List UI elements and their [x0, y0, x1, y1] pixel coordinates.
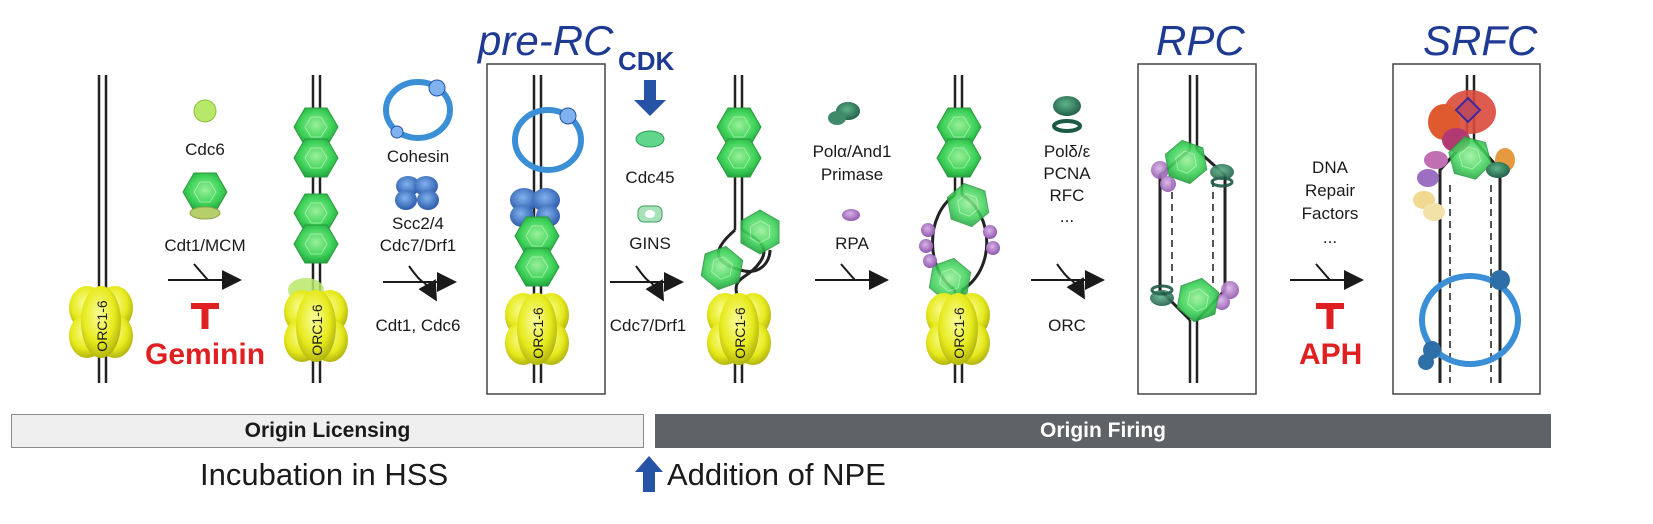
factors-label: Factors: [1301, 204, 1359, 223]
rpc-box: [1137, 63, 1257, 395]
mcm-hexamer: [293, 224, 339, 264]
origin-licensing-bar: Origin Licensing: [11, 414, 644, 448]
pol-delta-pcna-icon: [1052, 96, 1082, 133]
step2-arrow: [383, 266, 453, 298]
cohesin-ring-srfc: [1418, 270, 1521, 370]
mcm-protein-icon: [182, 172, 228, 220]
pol-alpha-protein-icon: [828, 102, 860, 125]
pcna-label: PCNA: [1043, 164, 1091, 183]
orc-label: ORC1-6: [732, 307, 748, 359]
aph-inhibitor-icon: [1316, 303, 1344, 329]
cmg-helicase: [694, 242, 750, 294]
srfc-box: [1392, 63, 1541, 395]
cohesin-label: Cohesin: [386, 147, 450, 166]
cdc7-drf1-label: Cdc7/Drf1: [379, 236, 457, 255]
origin-firing-label: Origin Firing: [1040, 419, 1166, 442]
ellipsis-label: ...: [1059, 207, 1075, 226]
mcm-hexamer: [936, 138, 982, 178]
step1-arrow: [168, 264, 238, 280]
aph-label: APH: [1299, 338, 1363, 371]
geminin-inhibitor-icon: [191, 303, 219, 329]
step5-arrow: [1031, 264, 1101, 296]
gins-label: GINS: [629, 234, 671, 253]
rpc-title: RPC: [1156, 17, 1245, 64]
rfc-label: RFC: [1049, 186, 1085, 205]
cdc6-protein-icon: [193, 99, 217, 123]
origin-licensing-label: Origin Licensing: [244, 419, 411, 442]
rpa-cluster: [919, 223, 1000, 268]
cdt1-cdc6-out-label: Cdt1, Cdc6: [375, 316, 461, 335]
orc-label: ORC1-6: [951, 307, 967, 359]
cdk-arrow-icon: [634, 80, 666, 116]
cmg-helicase: [940, 179, 996, 231]
srfc-title: SRFC: [1423, 17, 1538, 64]
mcm-hexamer: [514, 247, 560, 287]
cdc45-protein-icon: [635, 130, 665, 148]
cmg-helicase: [730, 204, 790, 260]
pre-rc-box: [486, 63, 606, 395]
orc-label: ORC1-6: [94, 300, 110, 352]
mcm-hexamer: [293, 138, 339, 178]
rpa-protein-icon: [842, 209, 860, 221]
cdt1-mcm-label: Cdt1/MCM: [164, 236, 246, 255]
repair-label: Repair: [1304, 181, 1356, 200]
replisome-bottom: [1150, 274, 1239, 326]
cdc45-label: Cdc45: [625, 168, 675, 187]
gins-protein-icon: [637, 205, 663, 223]
scc2-4-complex-icon: [395, 176, 439, 210]
cdk-label: CDK: [618, 46, 675, 76]
cohesin-ring-bound: [512, 107, 584, 173]
geminin-label: Geminin: [145, 338, 266, 371]
rpa-label: RPA: [835, 234, 869, 253]
origin-firing-bar: Origin Firing: [655, 414, 1551, 448]
primase-label: Primase: [820, 165, 884, 184]
cohesin-ring-icon: [383, 79, 453, 141]
orc-label: ORC1-6: [309, 304, 325, 356]
pre-rc-title: pre-RC: [478, 17, 614, 64]
hss-incubation-note: Incubation in HSS: [200, 457, 449, 492]
dna-strand-6: [1158, 75, 1227, 383]
dna-label: DNA: [1312, 158, 1348, 177]
npe-addition-note: Addition of NPE: [667, 457, 886, 492]
pol-delta-epsilon-label: Polδ/ε: [1043, 142, 1091, 161]
cdc6-label: Cdc6: [185, 140, 225, 159]
pol-alpha-and1-label: Polα/And1: [812, 142, 892, 161]
step3-arrow: [610, 266, 680, 298]
orc-label: ORC1-6: [530, 307, 546, 359]
replisome-top: [1151, 136, 1234, 192]
repair-factor-cluster: [1413, 90, 1515, 221]
mcm-hexamer: [716, 138, 762, 178]
step6-arrow: [1290, 264, 1360, 280]
orc-out-label: ORC: [1048, 316, 1086, 335]
step4-arrow: [815, 264, 885, 280]
ellipsis-label: ...: [1322, 228, 1338, 247]
npe-arrow-icon: [635, 456, 663, 492]
cdc7-drf1-out-label: Cdc7/Drf1: [609, 316, 687, 335]
scc2-4-label: Scc2/4: [392, 214, 444, 233]
